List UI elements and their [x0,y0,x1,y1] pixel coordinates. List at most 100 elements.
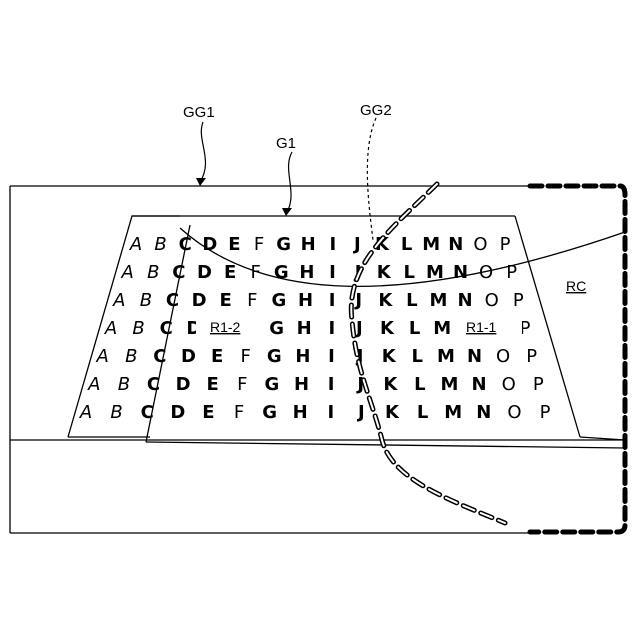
grid-letter-r5-c15: O [496,346,510,367]
label-r1-1: R1-1 [466,319,497,335]
grid-letter-r7-c3: C [141,402,154,423]
grid-letter-r6-c2: B [118,374,130,395]
grid-letter-r2-c2: B [147,262,159,283]
grid-letter-r3-c9: I [329,290,336,311]
gg1-leader-arrow-icon [196,178,206,186]
grid-letter-r3-c3: C [166,290,179,311]
grid-letter-r5-c11: K [382,346,397,367]
grid-letter-r1-c10: J [352,234,361,255]
grid-letter-r2-c8: H [299,262,314,283]
grid-letter-r3-c8: H [298,290,313,311]
g1-leader-arrow-icon [282,208,292,216]
grid-letter-r3-c4: D [192,290,207,311]
grid-letter-r2-c14: N [453,262,468,283]
grid-letter-r1-c14: N [448,234,463,255]
grid-letter-r6-c13: M [441,374,459,395]
grid-letter-r5-c1: A [96,346,109,367]
grid-letter-r6-c6: F [237,374,247,395]
grid-letter-r7-c13: M [444,402,462,423]
label-gg2: GG2 [360,102,392,119]
grid-letter-r5-c14: N [467,346,482,367]
grid-letter-r4-c7: G [269,318,284,339]
grid-letter-r3-c2: B [140,290,152,311]
grid-letter-r7-c8: H [293,402,308,423]
grid-letter-r4-c2: B [132,318,144,339]
grid-letter-r6-c12: L [414,374,425,395]
label-r1-2: R1-2 [210,319,241,335]
grid-letter-r2-c3: C [172,262,185,283]
grid-letter-r6-c7: G [265,374,280,395]
grid-letter-r1-c4: D [202,234,217,255]
grid-letter-r6-c14: N [472,374,487,395]
grid-letter-r1-c1: A [129,234,142,255]
grid-letter-r6-c1: A [87,374,100,395]
grid-letter-r7-c16: P [540,402,551,423]
grid-letter-r4-c3: C [160,318,173,339]
grid-letter-r6-c3: C [147,374,160,395]
grid-letter-r5-c7: G [267,346,282,367]
grid-letter-r7-c6: F [234,402,244,423]
grid-letter-r6-c15: O [502,374,516,395]
grid-letter-r1-c8: H [301,234,316,255]
grid-letter-r1-c3: C [179,234,192,255]
grid-letter-r2-c11: K [377,262,392,283]
grid-letter-r4-c12: L [409,318,420,339]
grid-letter-r7-c12: L [417,402,428,423]
grid-letter-r2-c12: L [404,262,415,283]
label-gg1: GG1 [183,104,215,121]
grid-letter-r3-c15: O [485,290,499,311]
grid-letter-r6-c11: K [383,374,398,395]
grid-letter-r1-c6: F [254,234,264,255]
grid-letter-r3-c6: F [247,290,257,311]
grid-letter-r1-c12: L [401,234,412,255]
grid-letter-r5-c16: P [526,346,537,367]
grid-letter-r2-c9: I [329,262,336,283]
grid-letter-r2-c1: A [121,262,134,283]
grid-letter-r7-c7: G [262,402,277,423]
grid-letter-r5-c13: M [437,346,455,367]
grid-letter-r1-c5: E [228,234,240,255]
grid-letter-r5-c9: I [328,346,335,367]
grid-letter-r7-c10: J [356,402,365,423]
grid-letter-r7-c2: B [110,402,122,423]
grid-letter-r3-c16: P [513,290,524,311]
grid-letter-r7-c1: A [79,402,92,423]
grid-letter-r4-c13: M [433,318,451,339]
grid-letter-r7-c9: I [327,402,334,423]
grid-letter-r6-c5: E [207,374,219,395]
label-rc: RC [566,278,586,294]
gg1-leader [200,122,205,182]
grid-letter-r3-c7: G [272,290,287,311]
g1-leader [287,152,292,212]
grid-letter-r6-c9: I [328,374,335,395]
grid-letter-r1-c16: P [500,234,511,255]
grid-letter-r5-c12: L [412,346,423,367]
grid-letter-r3-c13: M [430,290,448,311]
grid-letter-r4-c11: K [380,318,395,339]
grid-letter-r3-c1: A [112,290,125,311]
gg2-leader [367,118,376,240]
grid-letter-r3-c14: N [458,290,473,311]
grid-letter-r7-c15: O [507,402,521,423]
grid-letter-r3-c11: K [378,290,393,311]
grid-letter-r6-c4: D [176,374,191,395]
grid-letter-r1-c9: I [329,234,336,255]
grid-letter-r1-c13: M [422,234,440,255]
grid-letter-r5-c5: E [211,346,223,367]
grid-letter-r6-c8: H [294,374,309,395]
grid-letter-r5-c3: C [153,346,166,367]
grid-letter-r2-c5: E [224,262,236,283]
grid-letter-r1-c15: O [473,234,487,255]
grid-letter-r7-c14: N [476,402,491,423]
grid-letter-r5-c6: F [241,346,251,367]
grid-letter-r3-c12: L [406,290,417,311]
grid-letter-r4-c8: H [297,318,312,339]
grid-letter-r5-c8: H [295,346,310,367]
grid-letter-r7-c4: D [170,402,185,423]
grid-letter-r1-c7: G [276,234,291,255]
grid-letter-r7-c5: E [202,402,214,423]
grid-letter-r3-c5: E [220,290,232,311]
grid-letter-r6-c16: P [533,374,544,395]
